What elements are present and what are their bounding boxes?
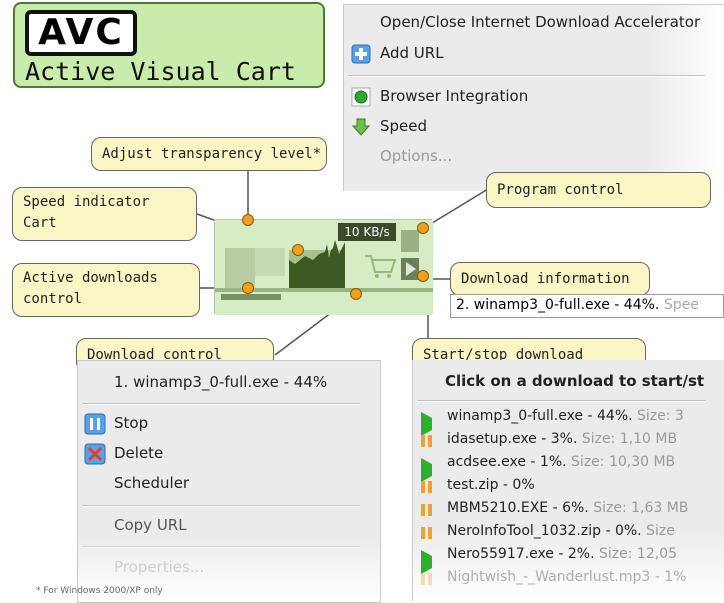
marker-dot [292, 244, 304, 256]
download-item-size: Size: 3 [637, 408, 684, 424]
callout-speed-line2: Cart [23, 215, 57, 231]
menu-separator [417, 400, 705, 402]
download-item-name: acdsee.exe - 1%. [447, 454, 567, 470]
menu-separator [82, 403, 360, 405]
pause-icon [421, 504, 433, 516]
download-item-name: idasetup.exe - 3%. [447, 431, 578, 447]
download-item-name: NeroInfoTool_1032.zip - 0%. [447, 523, 642, 539]
download-item-size: Size: 10,30 MB [571, 454, 676, 470]
avc-logo-title: Active Visual Cart [25, 57, 296, 86]
marker-dot [242, 214, 254, 226]
marker-dot [417, 270, 429, 282]
download-item-name: MBM5210.EXE - 6%. [447, 500, 589, 516]
download-item-name: test.zip - 0% [447, 477, 535, 493]
menu-separator [82, 546, 360, 548]
avc-logo-mark: AVC [25, 10, 137, 56]
download-item-size: Size: 12,05 [599, 546, 677, 562]
callout-speed-line1: Speed indicator [23, 194, 150, 210]
play-icon [421, 550, 444, 574]
download-item-size: Size: 1,63 MB [593, 500, 689, 516]
download-item-text: MBM5210.EXE - 6%. Size: 1,63 MB [447, 500, 688, 516]
widget-graphics [215, 220, 433, 315]
avc-logo: AVC Active Visual Cart [13, 2, 325, 88]
download-item-text: winamp3_0-full.exe - 44%. Size: 3 [447, 408, 684, 424]
info-strip-dim: Spee [659, 297, 699, 313]
callout-transparency: Adjust transparency level* [91, 137, 327, 171]
download-item-size: Size: 1,10 MB [581, 431, 678, 447]
download-list-menu: Click on a download to start/st winamp3_… [412, 360, 724, 601]
pause-icon [421, 573, 433, 585]
download-list-header: Click on a download to start/st [445, 372, 705, 390]
callout-active-line1: Active downloads [23, 270, 158, 286]
callout-program-control: Program control [486, 172, 711, 208]
callout-active-downloads: Active downloads control [12, 263, 200, 317]
download-item-name: Nightwish_-_Wanderlust.mp3 - 1% [447, 569, 687, 585]
download-control-menu: 1. winamp3_0-full.exe - 44% Stop Delete … [77, 360, 381, 603]
download-item-name: winamp3_0-full.exe - 44%. [447, 408, 633, 424]
down-arrow-icon [351, 118, 371, 136]
pause-icon [421, 527, 433, 539]
callout-download-information: Download information [450, 262, 650, 296]
visual-cart-widget[interactable] [214, 219, 433, 315]
download-info-strip: 2. winamp3_0-full.exe - 44%. Spee [450, 294, 724, 318]
marker-dot [242, 282, 254, 294]
info-strip-text: 2. winamp3_0-full.exe - 44%. [456, 297, 660, 313]
download-item-name: Nero55917.exe - 2%. [447, 546, 595, 562]
marker-dot [417, 222, 429, 234]
download-item-text: Nightwish_-_Wanderlust.mp3 - 1% [447, 569, 686, 585]
green-dot-icon [351, 87, 371, 107]
pause-icon [421, 481, 433, 493]
speed-readout: 10 KB/s [338, 223, 396, 241]
pause-icon [84, 413, 106, 435]
download-item-text: Nero55917.exe - 2%. Size: 12,05 [447, 546, 677, 562]
download-item-text: idasetup.exe - 3%. Size: 1,10 MB [447, 431, 677, 447]
connector-program [423, 188, 489, 229]
play-icon [421, 458, 444, 482]
callout-active-line2: control [23, 291, 83, 307]
download-item-text: NeroInfoTool_1032.zip - 0%. Size [447, 523, 675, 539]
cart-icon [365, 255, 397, 278]
menu-separator [348, 75, 705, 77]
download-item-size: Size [646, 523, 675, 539]
delete-icon [84, 443, 106, 465]
download-item-text: test.zip - 0% [447, 477, 535, 493]
pause-icon [421, 435, 433, 447]
footnote: * For Windows 2000/XP only [36, 586, 163, 596]
callout-speed-indicator: Speed indicator Cart [12, 187, 197, 241]
plus-icon [351, 44, 371, 64]
marker-dot [350, 288, 362, 300]
download-item-text: acdsee.exe - 1%. Size: 10,30 MB [447, 454, 675, 470]
play-icon [421, 412, 444, 436]
tray-context-menu: Open/Close Internet Download Accelerator… [343, 4, 724, 191]
menu-separator [82, 505, 360, 507]
